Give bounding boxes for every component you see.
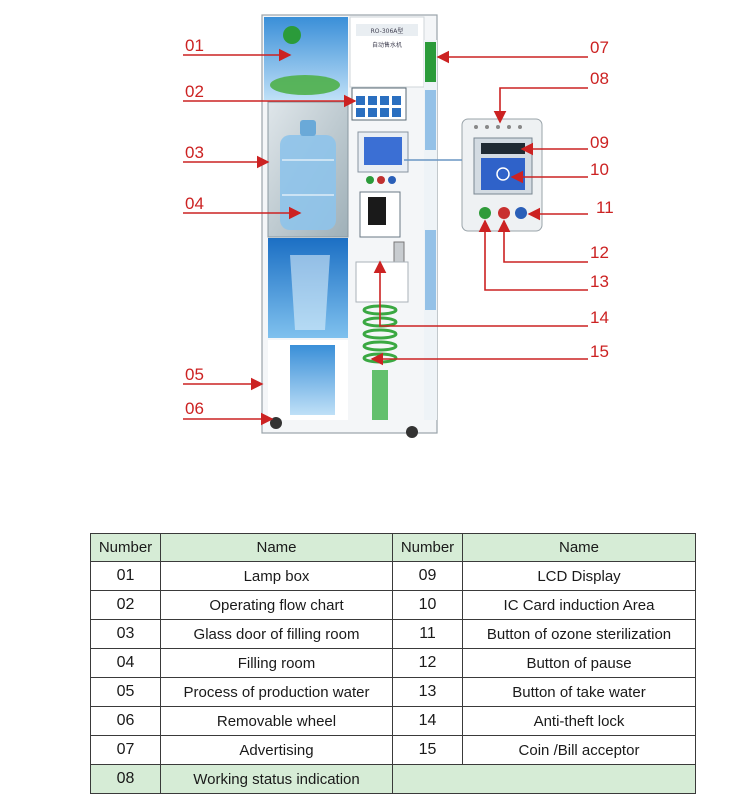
row-name: Glass door of filling room [160, 619, 393, 649]
production-process-image [290, 345, 335, 415]
table-row: 07 Advertising 15 Coin /Bill acceptor [90, 735, 696, 765]
row-number: 08 [90, 764, 161, 794]
brand-logo-icon [283, 26, 301, 44]
row-number: 02 [90, 590, 161, 620]
row-name: Filling room [160, 648, 393, 678]
row-name: IC Card induction Area [462, 590, 696, 620]
callout-07: 07 [590, 38, 609, 57]
table-header-row: Number Name Number Name [90, 533, 696, 562]
water-bottle-icon [280, 120, 336, 230]
lcd-display [481, 143, 525, 154]
table-row: 03 Glass door of filling room 11 Button … [90, 619, 696, 649]
header-number-left: Number [90, 533, 161, 562]
callout-10: 10 [590, 160, 609, 179]
row-name: Coin /Bill acceptor [462, 735, 696, 765]
table-row: 06 Removable wheel 14 Anti-theft lock [90, 706, 696, 736]
row-number: 09 [392, 561, 463, 591]
row-number: 06 [90, 706, 161, 736]
card-area [364, 137, 402, 165]
take-water-button [479, 207, 491, 219]
row-number: 14 [392, 706, 463, 736]
model-label: RO-306A型 [371, 27, 404, 35]
row-empty-cell [392, 764, 696, 794]
ozone-button [515, 207, 527, 219]
callout-labels: 01 02 03 04 05 06 07 08 09 10 11 12 13 1… [185, 36, 614, 418]
parts-table: Number Name Number Name 01 Lamp box 09 L… [90, 533, 696, 794]
bill-slot [368, 197, 386, 225]
table-row: 04 Filling room 12 Button of pause [90, 648, 696, 678]
row-number: 07 [90, 735, 161, 765]
callout-11: 11 [596, 198, 614, 217]
vending-machine-diagram: RO-306A型 自动售水机 [183, 14, 614, 438]
callout-08: 08 [590, 69, 609, 88]
row-name: Button of ozone sterilization [462, 619, 696, 649]
row-name: Button of take water [462, 677, 696, 707]
row-number: 05 [90, 677, 161, 707]
callout-14: 14 [590, 308, 609, 327]
row-name: Working status indication [160, 764, 393, 794]
row-name: Operating flow chart [160, 590, 393, 620]
row-name: Removable wheel [160, 706, 393, 736]
row-number: 11 [392, 619, 463, 649]
row-name: LCD Display [462, 561, 696, 591]
pause-button [498, 207, 510, 219]
row-number: 15 [392, 735, 463, 765]
table-row: 02 Operating flow chart 10 IC Card induc… [90, 590, 696, 620]
row-name: Advertising [160, 735, 393, 765]
ic-card-area [481, 158, 525, 190]
ad-banner [270, 75, 340, 95]
callout-12: 12 [590, 243, 609, 262]
callout-05: 05 [185, 365, 204, 384]
callout-02: 02 [185, 82, 204, 101]
header-name-right: Name [462, 533, 696, 562]
row-name: Anti-theft lock [462, 706, 696, 736]
callout-15: 15 [590, 342, 609, 361]
callout-04: 04 [185, 194, 204, 213]
row-number: 01 [90, 561, 161, 591]
row-name: Process of production water [160, 677, 393, 707]
table-row: 05 Process of production water 13 Button… [90, 677, 696, 707]
row-number: 04 [90, 648, 161, 678]
machine-body: RO-306A型 自动售水机 [261, 14, 438, 438]
row-name: Button of pause [462, 648, 696, 678]
callout-01: 01 [185, 36, 204, 55]
row-number: 12 [392, 648, 463, 678]
wheel-right [406, 426, 418, 438]
advertising-panel [425, 42, 436, 82]
row-number: 13 [392, 677, 463, 707]
water-outlet [372, 370, 388, 420]
table-row: 01 Lamp box 09 LCD Display [90, 561, 696, 591]
row-number: 03 [90, 619, 161, 649]
callout-arrows [183, 48, 588, 426]
header-name-left: Name [160, 533, 393, 562]
callout-09: 09 [590, 133, 609, 152]
row-number: 10 [392, 590, 463, 620]
callout-03: 03 [185, 143, 204, 162]
callout-06: 06 [185, 399, 204, 418]
machine-title: 自动售水机 [372, 41, 402, 49]
row-name: Lamp box [160, 561, 393, 591]
table-row: 08 Working status indication [90, 764, 696, 794]
callout-13: 13 [590, 272, 609, 291]
header-number-right: Number [392, 533, 463, 562]
